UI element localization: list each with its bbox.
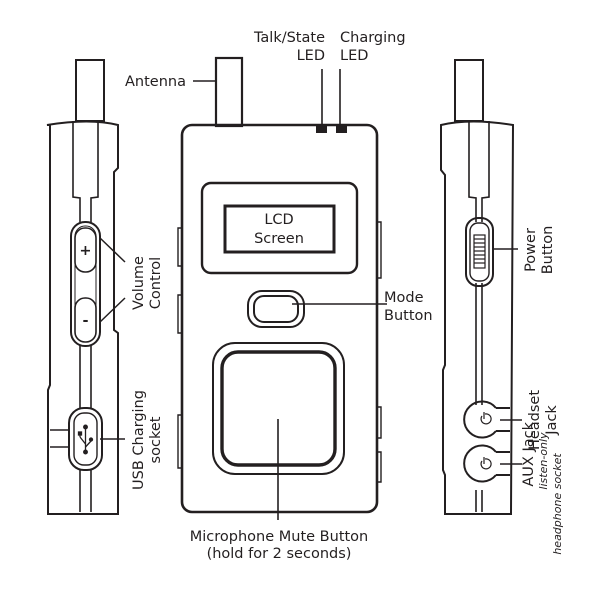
svg-text:USB Charging: USB Charging: [131, 390, 147, 490]
lcd-label-1: LCD: [264, 212, 293, 228]
volume-down-button[interactable]: -: [74, 297, 97, 343]
svg-text:Button: Button: [540, 226, 556, 275]
svg-text:Jack: Jack: [544, 405, 560, 436]
antenna: [214, 56, 244, 128]
right-body-outline: [440, 120, 515, 515]
headset-jack[interactable]: [463, 400, 510, 439]
headphone-jack-icon: [480, 457, 492, 470]
svg-text:listen-only: listen-only: [537, 432, 550, 490]
headset-jack-label: Headset Jack: [527, 390, 560, 450]
right-antenna: [454, 59, 484, 122]
usb-icon: [77, 424, 94, 455]
front-view: Antenna Talk/State LED Charging LED LCD …: [125, 30, 433, 562]
antenna-label: Antenna: [125, 74, 186, 90]
socket-stub: [50, 429, 69, 448]
right-inner-channel: [468, 121, 490, 222]
left-antenna: [75, 59, 105, 122]
body-side-bumps: [177, 221, 382, 483]
mode-label-2: Button: [384, 308, 433, 324]
svg-text:Power: Power: [523, 228, 539, 272]
svg-text:socket: socket: [148, 416, 164, 463]
svg-text:Volume: Volume: [131, 256, 147, 310]
lcd-screen: [223, 204, 336, 254]
volume-rocker[interactable]: + -: [70, 221, 101, 347]
usb-charging-socket[interactable]: [50, 407, 103, 471]
power-button[interactable]: [465, 217, 494, 287]
left-side-view: + -: [46, 59, 164, 515]
volume-up-glyph: +: [79, 243, 91, 259]
talk-led-label-2: LED: [297, 48, 325, 64]
ridged-slider-icon: [473, 234, 486, 269]
aux-jack[interactable]: [463, 444, 510, 483]
mute-label-1: Microphone Mute Button: [190, 529, 369, 545]
mute-label-2: (hold for 2 seconds): [207, 546, 352, 562]
left-rail: [79, 345, 92, 512]
volume-down-glyph: -: [82, 313, 88, 329]
left-body-outline: [46, 120, 119, 515]
power-button-label: Power Button: [523, 226, 556, 275]
talk-state-led: [316, 124, 327, 133]
mode-button[interactable]: [247, 290, 305, 328]
charging-led-label-2: LED: [340, 48, 368, 64]
lcd-label-2: Screen: [254, 231, 304, 247]
device-body: [180, 123, 379, 514]
aux-jack-label: AUX Jack listen-only headphone socket: [521, 421, 564, 554]
usb-charging-label: USB Charging socket: [131, 390, 164, 490]
volume-up-button[interactable]: +: [74, 227, 97, 273]
right-side-view: Power Button Headset Jack AUX Jack: [440, 59, 564, 555]
headphone-jack-icon: [480, 412, 492, 425]
mode-label-1: Mode: [384, 290, 424, 306]
volume-control-label: Volume Control: [131, 256, 164, 310]
svg-text:Headset: Headset: [527, 390, 543, 450]
volume-leader-lines: [99, 237, 126, 323]
charging-led: [336, 124, 347, 133]
talk-led-label-1: Talk/State: [253, 30, 325, 46]
right-rail: [475, 283, 483, 512]
led-leader-lines: [321, 69, 341, 124]
svg-text:AUX Jack: AUX Jack: [521, 421, 537, 486]
charging-led-label-1: Charging: [340, 30, 406, 46]
lcd-bezel: [200, 181, 359, 275]
svg-text:headphone socket: headphone socket: [551, 453, 564, 555]
svg-text:Control: Control: [148, 257, 164, 309]
left-inner-channel: [72, 121, 99, 222]
